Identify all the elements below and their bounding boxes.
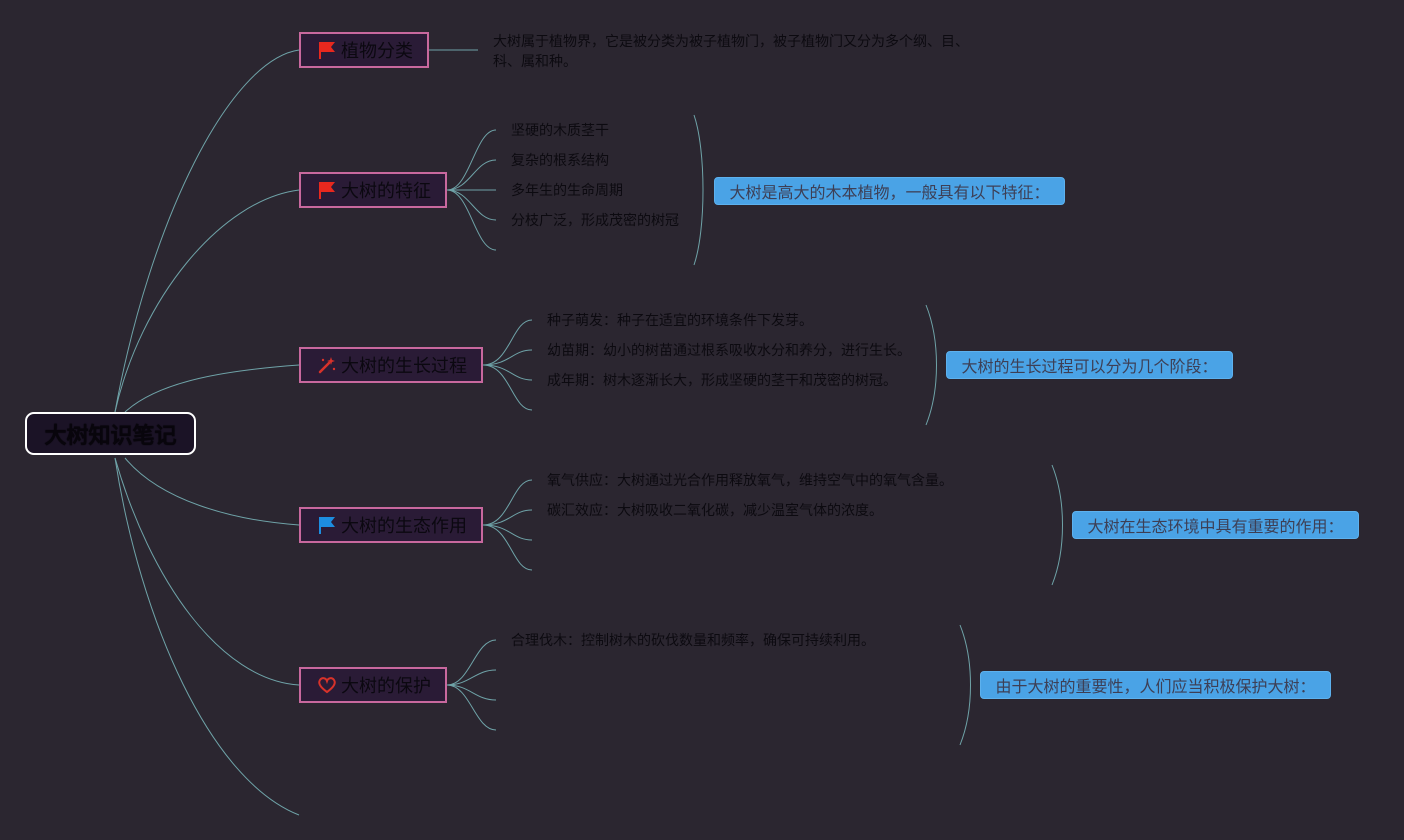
connector-b5-l1 xyxy=(446,639,497,686)
connector-b2-l5 xyxy=(446,189,497,251)
red-flag-icon xyxy=(317,180,337,200)
connector-b5-l4 xyxy=(446,684,497,731)
branch-label: 大树的特征 xyxy=(341,181,431,202)
connector-b4-l4 xyxy=(482,524,533,571)
connector-b4-l1 xyxy=(482,479,533,526)
connector-b5-l2 xyxy=(446,669,497,686)
leaf-text: 复杂的根系结构 xyxy=(511,153,609,169)
branch-label: 植物分类 xyxy=(341,41,413,62)
connector-b3-l4 xyxy=(482,364,533,411)
connector-root-branch-2 xyxy=(114,189,300,413)
leaf-text: 合理伐木：控制树木的砍伐数量和频率，确保可持续利用。 xyxy=(511,633,875,649)
red-flag-icon xyxy=(317,40,337,60)
connector-root-branch-5 xyxy=(114,457,300,686)
connector-b3-l3 xyxy=(482,364,533,381)
connector-b4-l2 xyxy=(482,509,533,526)
branch-label: 大树的保护 xyxy=(341,676,431,697)
connector-root-branch-1 xyxy=(114,49,300,413)
branch-growth-process[interactable]: 大树的生长过程 xyxy=(299,347,483,383)
connector-root-branch-4 xyxy=(124,457,300,526)
summary-bracket-3 xyxy=(925,304,937,426)
heart-icon xyxy=(317,675,337,695)
branch-tree-features[interactable]: 大树的特征 xyxy=(299,172,447,208)
connector-b3-l2 xyxy=(482,349,533,366)
branch-plant-classification[interactable]: 植物分类 xyxy=(299,32,429,68)
root-topic-label: 大树知识笔记 xyxy=(44,423,177,449)
branch-ecological-role[interactable]: 大树的生态作用 xyxy=(299,507,483,543)
connector-root-extra xyxy=(114,457,300,816)
connector-b2-l2 xyxy=(446,159,497,191)
summary-bracket-2 xyxy=(693,114,704,266)
leaf-text: 多年生的生命周期 xyxy=(511,183,623,199)
leaf-text: 种子萌发：种子在适宜的环境条件下发芽。 xyxy=(547,313,813,329)
connector-b4-l3 xyxy=(482,524,533,541)
connector-b3-l1 xyxy=(482,319,533,366)
summary-bracket-5 xyxy=(959,624,971,746)
leaf-text: 幼苗期：幼小的树苗通过根系吸收水分和养分，进行生长。 xyxy=(547,343,911,359)
leaf-text: 坚硬的木质茎干 xyxy=(511,123,609,139)
summary-box[interactable]: 大树是高大的木本植物，一般具有以下特征： xyxy=(714,177,1065,205)
branch-tree-protection[interactable]: 大树的保护 xyxy=(299,667,447,703)
branch-label: 大树的生长过程 xyxy=(341,356,467,377)
summary-box[interactable]: 大树的生长过程可以分为几个阶段： xyxy=(946,351,1233,379)
leaf-text: 碳汇效应：大树吸收二氧化碳，减少温室气体的浓度。 xyxy=(547,503,883,519)
leaf-text: 氧气供应：大树通过光合作用释放氧气，维持空气中的氧气含量。 xyxy=(547,473,953,489)
connector-b2-l4 xyxy=(446,189,497,221)
branch-label: 大树的生态作用 xyxy=(341,516,467,537)
summary-bracket-4 xyxy=(1051,464,1063,586)
connector-root-branch-3 xyxy=(124,364,300,413)
summary-box[interactable]: 由于大树的重要性，人们应当积极保护大树： xyxy=(980,671,1331,699)
connector-b2-l1 xyxy=(446,129,497,191)
leaf-text: 大树属于植物界，它是被分类为被子植物门，被子植物门又分为多个纲、目、科、属和种。 xyxy=(493,34,969,70)
connector-b5-l3 xyxy=(446,684,497,701)
magic-wand-icon xyxy=(317,355,337,375)
leaf-text: 分枝广泛，形成茂密的树冠 xyxy=(511,213,679,229)
leaf-text: 成年期：树木逐渐长大，形成坚硬的茎干和茂密的树冠。 xyxy=(547,373,897,389)
root-topic[interactable]: 大树知识笔记 xyxy=(25,412,196,455)
blue-flag-icon xyxy=(317,515,337,535)
summary-box[interactable]: 大树在生态环境中具有重要的作用： xyxy=(1072,511,1359,539)
